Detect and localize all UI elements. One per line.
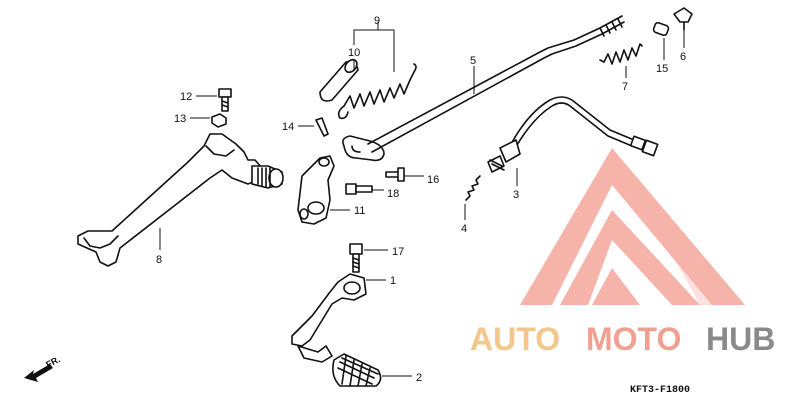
step-holder (291, 273, 367, 363)
part-label-7: 7 (622, 81, 628, 93)
clip-6 (673, 7, 693, 31)
part-label-4: 4 (461, 223, 467, 235)
bolt-12 (218, 88, 232, 112)
part-label-14: 14 (282, 121, 294, 133)
part-label-3: 3 (513, 189, 519, 201)
part-label-15: 15 (656, 63, 668, 75)
bolt-16 (385, 167, 405, 182)
part-label-2: 2 (416, 372, 422, 384)
watermark-text-hub: HUB (706, 321, 775, 357)
part-label-5: 5 (470, 55, 476, 67)
part-label-18: 18 (387, 188, 399, 200)
part-label-10: 10 (348, 47, 360, 59)
part-label-16: 16 (427, 174, 439, 186)
switch-spring (465, 175, 481, 201)
brake-pedal (77, 133, 284, 267)
cotter-pin (315, 117, 329, 137)
watermark-text-moto: MOTO (586, 321, 681, 357)
brake-rod (342, 15, 625, 162)
part-label-11: 11 (354, 205, 365, 217)
watermark-text-auto: AUTO (470, 321, 560, 357)
part-label-13: 13 (174, 113, 186, 125)
bolt-18 (345, 183, 373, 195)
part-label-12: 12 (180, 91, 192, 103)
part-label-6: 6 (680, 51, 686, 63)
footpeg-rubber (332, 353, 382, 387)
collar-15 (652, 21, 670, 37)
brake-arm (297, 155, 335, 225)
brake-switch (487, 96, 659, 173)
front-direction-arrow-icon (24, 364, 53, 382)
watermark-logo (520, 148, 745, 305)
part-label-9: 9 (374, 15, 380, 27)
part-label-8: 8 (156, 254, 162, 266)
nut-13 (211, 113, 227, 128)
bolt-17 (349, 243, 363, 273)
spring-7 (599, 43, 643, 65)
return-spring (337, 63, 417, 120)
diagram-code: KFT3-F1800 (630, 385, 690, 396)
front-direction-label: FR. (44, 354, 61, 370)
part-label-17: 17 (392, 246, 404, 258)
rubber-cover (319, 58, 359, 102)
part-label-1: 1 (390, 275, 396, 287)
